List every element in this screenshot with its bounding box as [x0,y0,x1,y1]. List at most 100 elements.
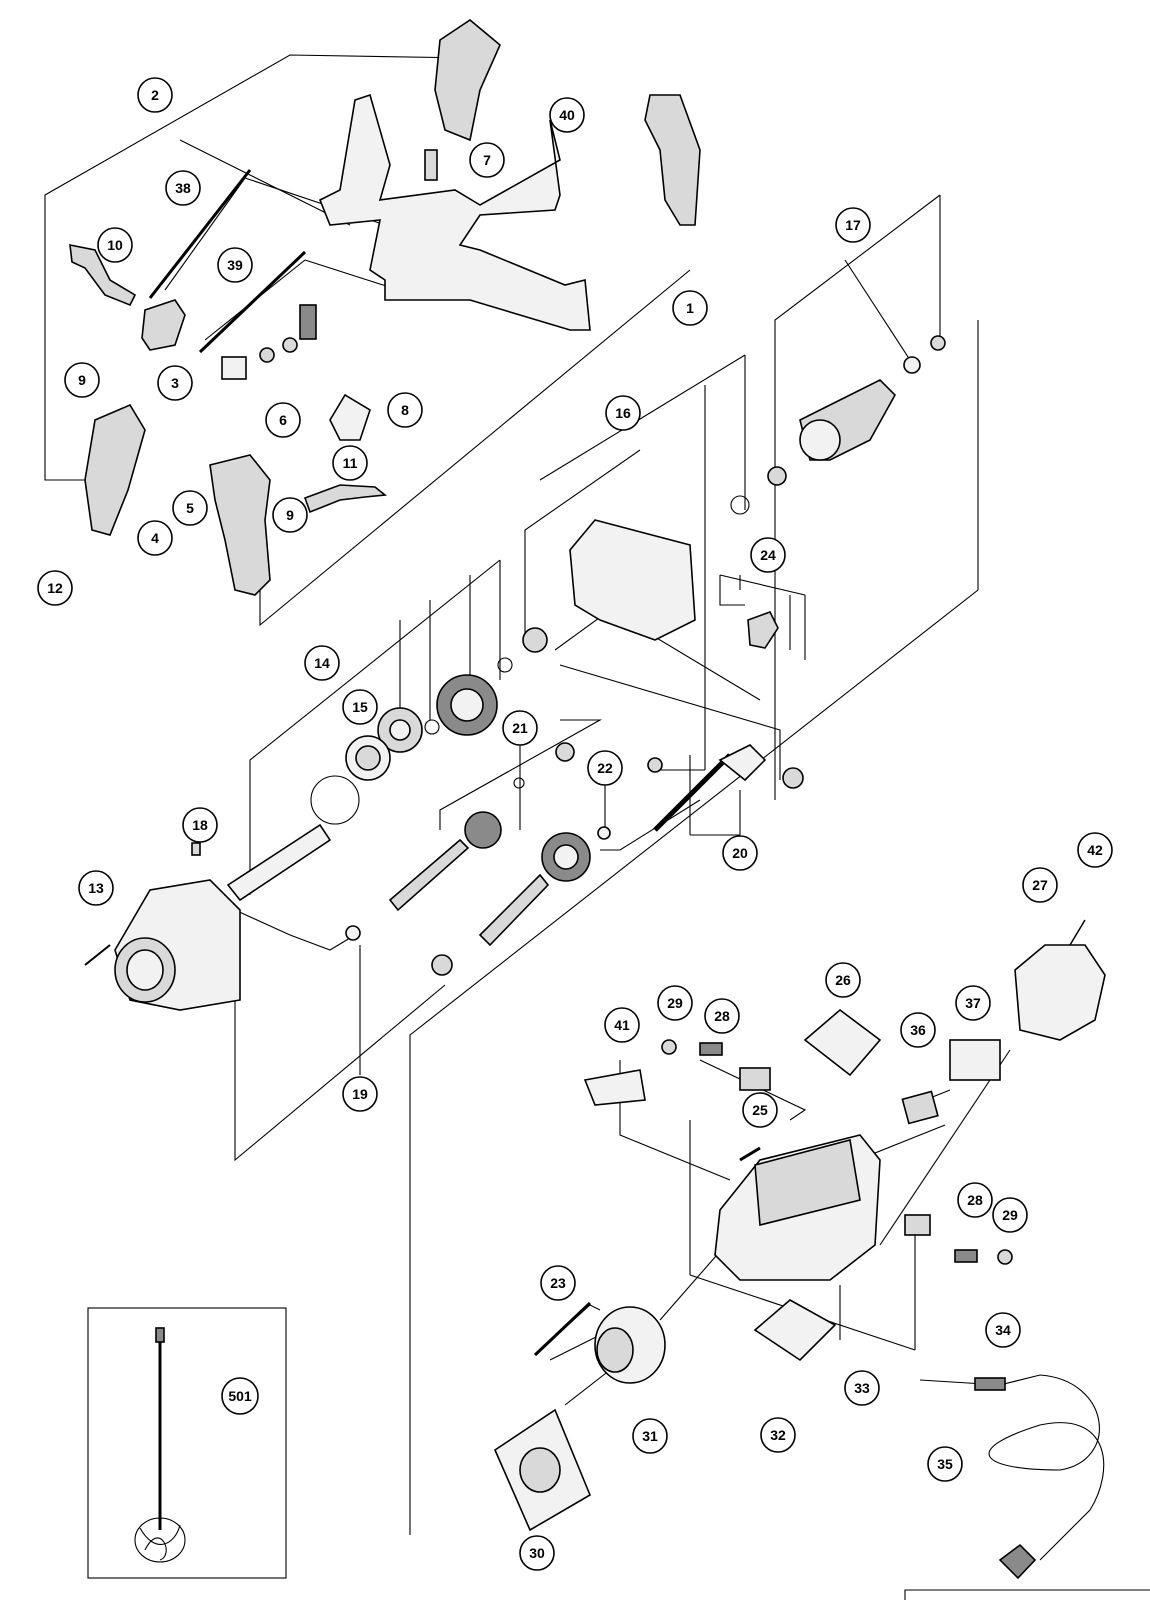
callout-24: 24 [750,537,786,573]
tail-cover-shape [1014,944,1106,1041]
callout-40: 40 [549,97,585,133]
svg-text:22: 22 [597,760,613,776]
handle-frame-shape [318,93,591,331]
callout-42: 42 [1077,832,1113,868]
callout-4: 4 [137,520,173,556]
callout-21: 21 [502,710,538,746]
callout-7: 7 [469,142,505,178]
svg-text:29: 29 [667,995,683,1011]
callout-35: 35 [927,1446,963,1482]
lever-shape [303,484,388,514]
callout-39: 39 [217,247,253,283]
svg-text:1: 1 [686,300,694,316]
svg-text:16: 16 [615,405,631,421]
callout-22: 22 [587,750,623,786]
svg-text:28: 28 [967,1192,983,1208]
callout-2: 2 [137,77,173,113]
svg-text:10: 10 [107,237,123,253]
callout-1: 1 [672,290,708,326]
svg-text:30: 30 [529,1545,545,1561]
svg-text:27: 27 [1032,877,1048,893]
svg-text:5: 5 [186,500,194,516]
callout-41: 41 [604,1007,640,1043]
callout-17: 17 [835,207,871,243]
callout-20: 20 [722,835,758,871]
callout-10: 10 [97,227,133,263]
callout-28a: 28 [704,998,740,1034]
callout-30: 30 [519,1535,555,1571]
svg-text:29: 29 [1002,1207,1018,1223]
svg-text:8: 8 [401,402,409,418]
svg-text:42: 42 [1087,842,1103,858]
callout-19: 19 [342,1076,378,1112]
callout-5: 5 [172,490,208,526]
svg-text:33: 33 [854,1380,870,1396]
callout-18: 18 [182,807,218,843]
handle-left-shape [84,403,146,536]
svg-text:9: 9 [286,507,294,523]
callout-37: 37 [955,985,991,1021]
svg-text:24: 24 [760,547,776,563]
svg-text:13: 13 [88,880,104,896]
leader-lines [44,54,1150,1600]
spindle-shape [226,823,332,902]
callout-8: 8 [387,392,423,428]
svg-text:20: 20 [732,845,748,861]
handle-cover-right-shape [644,94,701,226]
part-shapes [69,19,1106,1580]
switch-shape [141,299,186,351]
svg-text:32: 32 [770,1427,786,1443]
callout-9a: 9 [64,362,100,398]
svg-text:11: 11 [343,455,358,471]
switch-trigger-shape [69,243,137,307]
svg-text:39: 39 [227,257,243,273]
svg-text:28: 28 [714,1008,730,1024]
svg-text:15: 15 [352,699,368,715]
svg-text:37: 37 [965,995,981,1011]
callout-3: 3 [157,365,193,401]
callout-31: 31 [632,1418,668,1454]
svg-text:7: 7 [483,152,491,168]
svg-text:12: 12 [47,580,63,596]
svg-text:41: 41 [614,1017,630,1033]
svg-text:31: 31 [642,1428,658,1444]
callout-26: 26 [825,962,861,998]
svg-text:2: 2 [151,87,159,103]
callout-25: 25 [742,1092,778,1128]
svg-text:4: 4 [151,530,159,546]
callout-28b: 28 [957,1182,993,1218]
callout-38: 38 [165,170,201,206]
callout-15: 15 [342,689,378,725]
svg-text:501: 501 [228,1388,252,1404]
svg-text:3: 3 [171,375,179,391]
gear-case-shape [569,519,696,641]
callout-14: 14 [304,645,340,681]
callout-32: 32 [760,1417,796,1453]
callout-11: 11 [332,445,368,481]
handle-cover-left-shape [434,19,501,142]
callout-34: 34 [985,1312,1021,1348]
callout-16: 16 [605,395,641,431]
callout-23: 23 [540,1265,576,1301]
svg-text:21: 21 [512,720,528,736]
svg-text:38: 38 [175,180,191,196]
callout-29b: 29 [992,1197,1028,1233]
callout-12: 12 [37,570,73,606]
callout-13: 13 [78,870,114,906]
svg-text:14: 14 [314,655,330,671]
svg-text:17: 17 [845,217,861,233]
svg-text:6: 6 [279,412,287,428]
callout-27: 27 [1022,867,1058,903]
svg-text:26: 26 [835,972,851,988]
callout-501: 501 [221,1377,259,1415]
svg-text:36: 36 [910,1022,926,1038]
callout-6: 6 [265,402,301,438]
callout-36: 36 [900,1012,936,1048]
handle-grip-shape [209,454,271,596]
svg-text:25: 25 [752,1102,768,1118]
callout-29a: 29 [657,985,693,1021]
screw-shape [424,149,438,181]
svg-text:23: 23 [550,1275,566,1291]
